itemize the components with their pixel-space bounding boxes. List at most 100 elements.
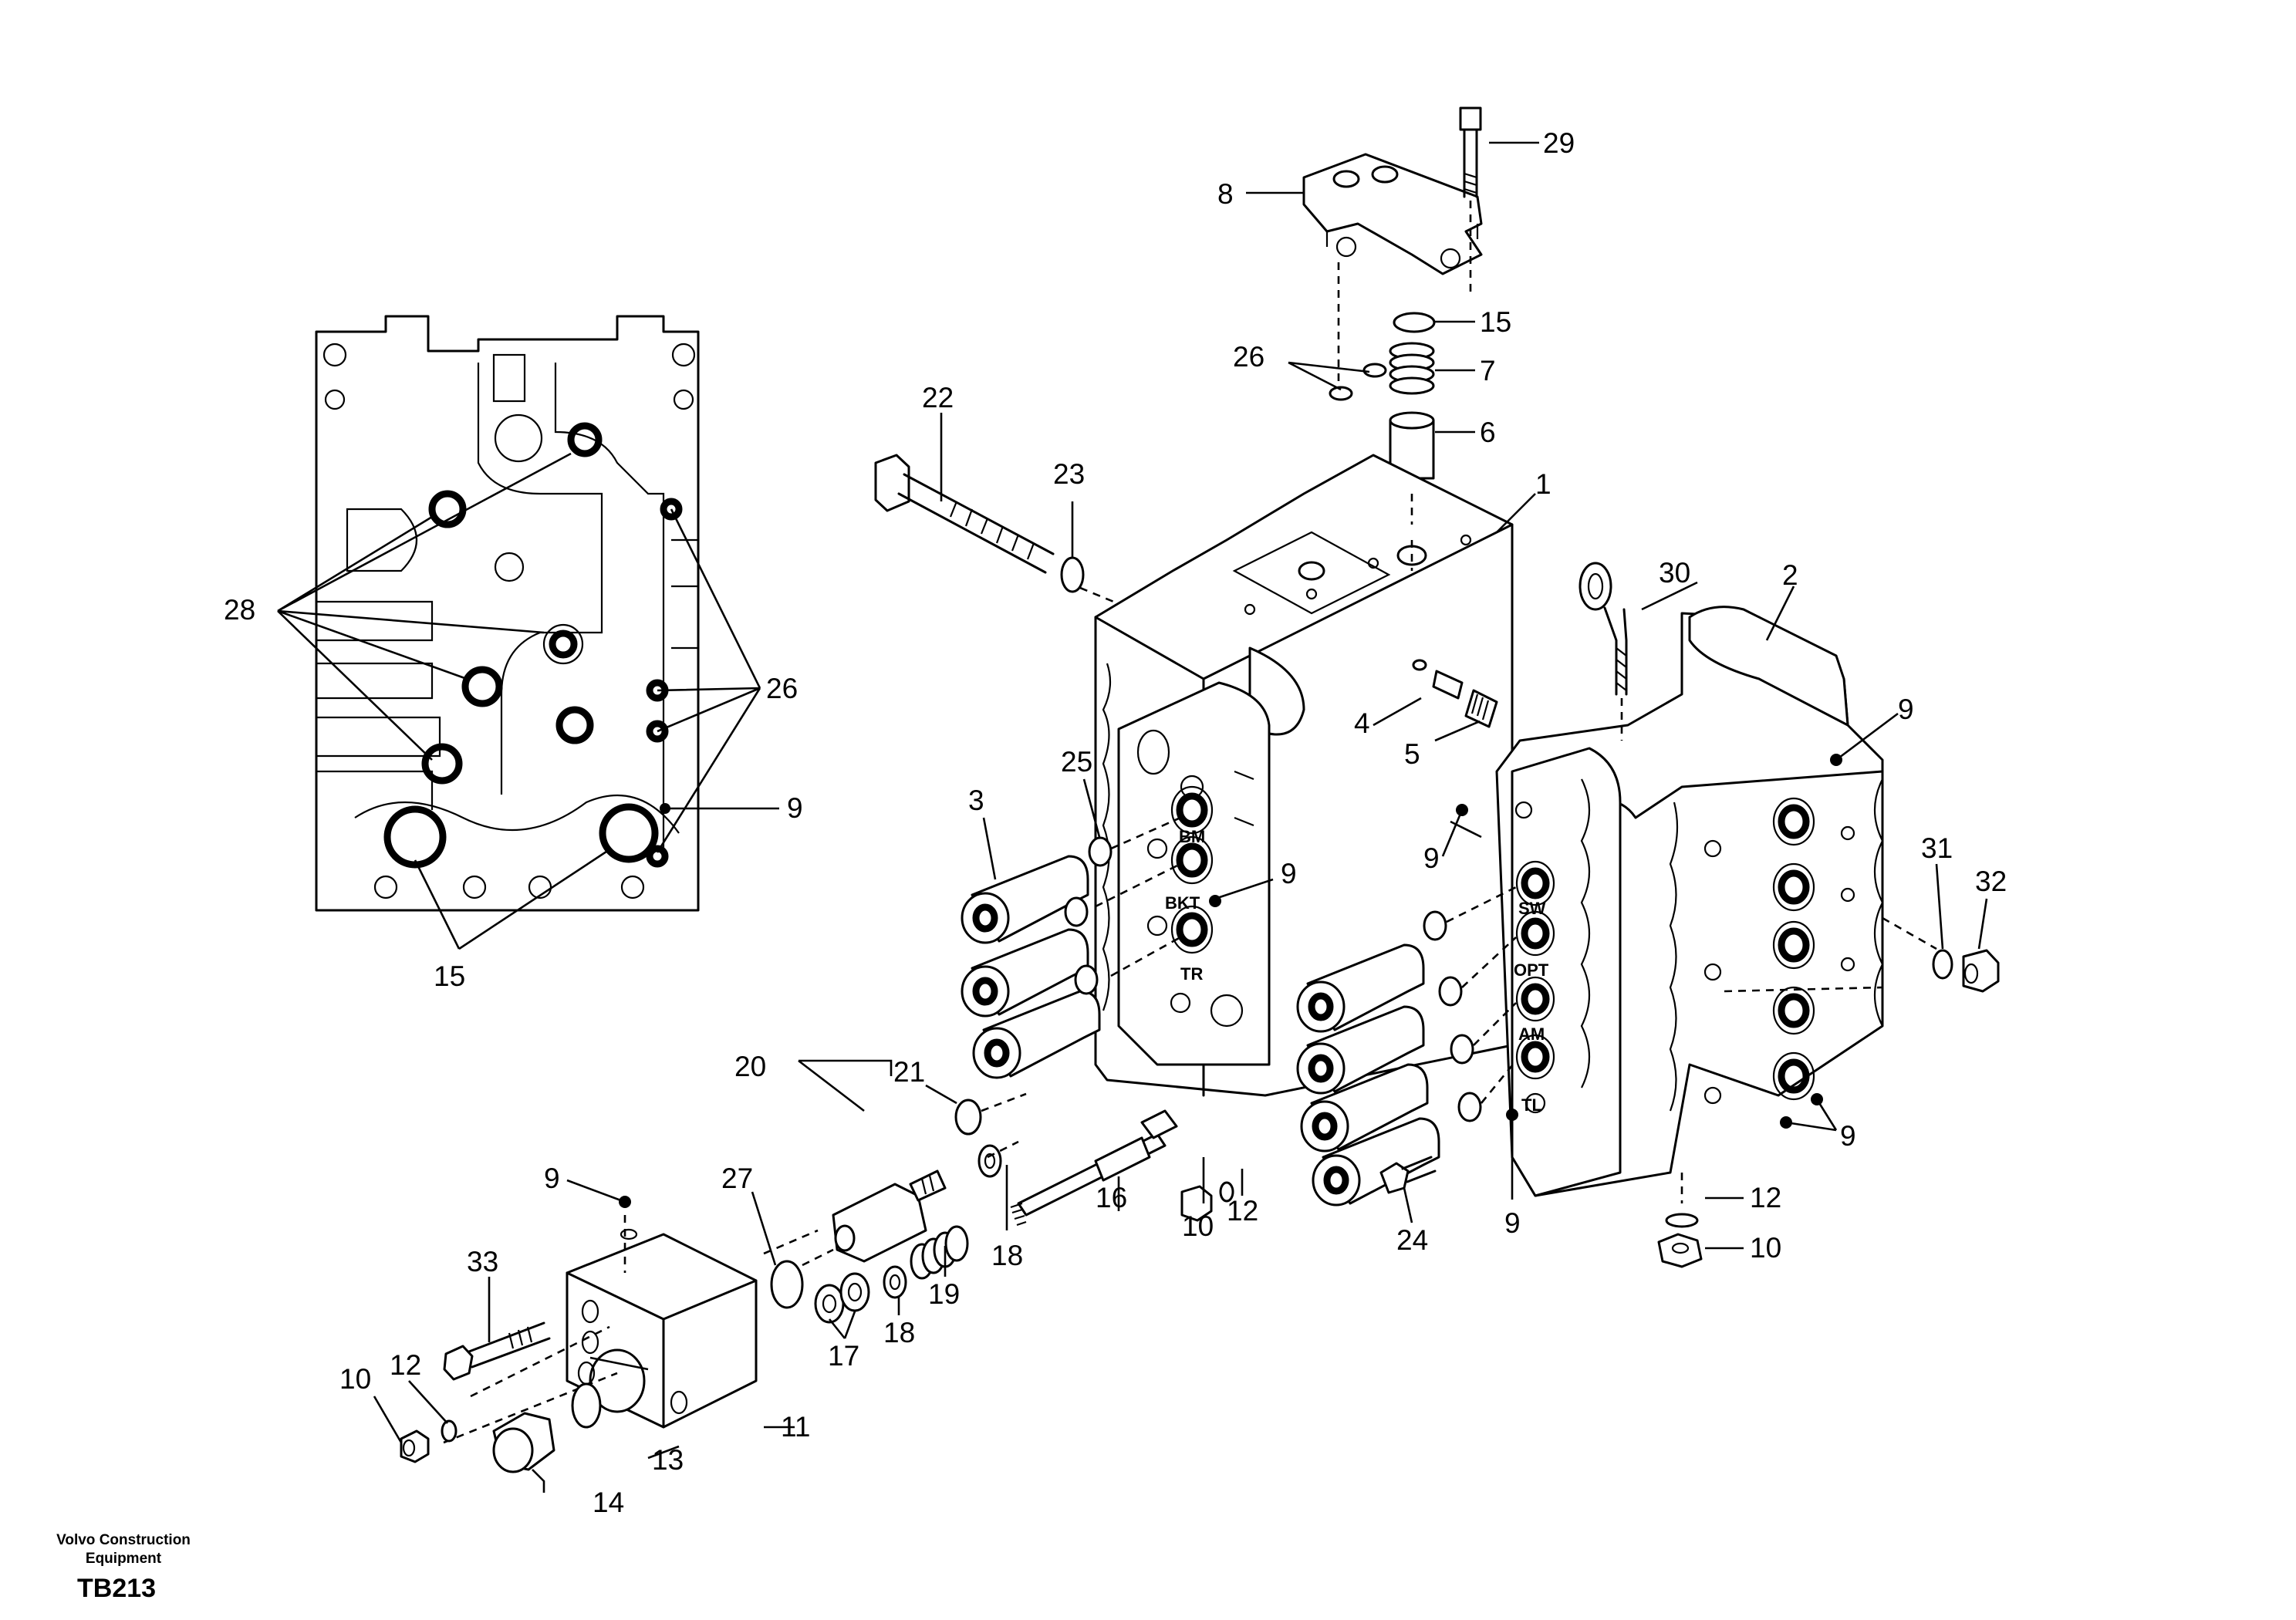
o-ring-27 — [770, 1260, 804, 1309]
document-id: TB213 — [77, 1574, 157, 1603]
callout-17: 17 — [828, 1340, 859, 1372]
cover-plate-8 — [1302, 153, 1483, 275]
callout-9-left: 9 — [787, 792, 803, 824]
port-label-tr: TR — [1180, 964, 1203, 984]
callout-18-right: 18 — [991, 1240, 1023, 1271]
port-label-sw: SW — [1518, 899, 1546, 918]
bolt-29 — [1459, 106, 1482, 198]
callout-10-right: 10 — [1750, 1232, 1781, 1264]
port-label-bkt: BKT — [1165, 893, 1200, 913]
callout-10-left: 10 — [339, 1363, 371, 1395]
callout-20: 20 — [734, 1051, 766, 1082]
callout-14: 14 — [593, 1487, 624, 1518]
callout-15-left: 15 — [434, 960, 465, 992]
callout-12-center: 12 — [1227, 1195, 1258, 1227]
callout-28: 28 — [224, 594, 255, 626]
bolt-24 — [1379, 1156, 1437, 1194]
eye-bolt-30 — [1578, 562, 1628, 696]
underside-leaders — [277, 452, 779, 950]
main-valve-body-1 — [1094, 454, 1514, 1097]
o-ring-31 — [1932, 949, 1953, 980]
callout-27: 27 — [721, 1163, 753, 1194]
callout-3: 3 — [968, 785, 984, 816]
piston-6 — [1389, 411, 1435, 480]
second-valve-body-2 — [1495, 606, 1884, 1197]
callout-4: 4 — [1354, 707, 1370, 739]
o-ring-12-right — [1665, 1213, 1699, 1228]
spring-7 — [1389, 342, 1435, 395]
callout-18-left: 18 — [883, 1317, 915, 1348]
poppet-20 — [832, 1169, 947, 1263]
manufacturer-credit: Volvo Construction Equipment — [31, 1531, 216, 1568]
manufacturer-line-2: Equipment — [85, 1551, 162, 1567]
callout-29: 29 — [1543, 127, 1575, 159]
washer-18-a — [977, 1144, 1002, 1178]
callout-16: 16 — [1096, 1182, 1127, 1213]
valve-underside-view — [315, 315, 700, 912]
callout-26-left: 26 — [766, 673, 798, 704]
callout-25: 25 — [1061, 746, 1092, 778]
callout-2: 2 — [1782, 559, 1798, 591]
cover-block-11 — [566, 1228, 758, 1429]
bolt-33 — [443, 1321, 551, 1381]
callout-24: 24 — [1396, 1224, 1428, 1256]
callout-19: 19 — [928, 1278, 960, 1310]
solenoid-valves-right — [1296, 943, 1440, 1207]
o-ring-13 — [571, 1382, 602, 1429]
plug-10-left — [400, 1429, 430, 1463]
plug-10-right — [1657, 1233, 1703, 1268]
spool-16 — [1010, 1109, 1178, 1227]
manufacturer-line-1: Volvo Construction — [56, 1532, 191, 1548]
callout-31: 31 — [1921, 832, 1953, 864]
callout-12-right: 12 — [1750, 1182, 1781, 1213]
callout-26-top: 26 — [1233, 341, 1264, 373]
port-label-tl: TL — [1521, 1095, 1542, 1115]
plug-32 — [1962, 949, 2000, 993]
callout-1: 1 — [1535, 468, 1551, 500]
tie-bolt-22 — [874, 454, 1055, 574]
callout-9-right-bottom: 9 — [1840, 1120, 1856, 1152]
callout-15-top: 15 — [1480, 306, 1511, 338]
callout-9-bottom: 9 — [1504, 1207, 1521, 1239]
port-label-bm: BM — [1179, 827, 1205, 846]
callout-32: 32 — [1975, 866, 2007, 897]
callout-23: 23 — [1053, 458, 1085, 490]
o-ring-12-center — [1219, 1181, 1234, 1203]
o-ring-26-right — [1362, 363, 1387, 378]
o-ring-26-left — [1329, 386, 1353, 401]
callout-7: 7 — [1480, 355, 1496, 386]
callout-30: 30 — [1659, 557, 1690, 589]
callout-numbers: 29 8 15 26 7 6 1 2 30 22 23 4 5 9 9 9 25… — [224, 127, 2007, 1518]
callout-12-left: 12 — [390, 1349, 421, 1381]
callout-9-right-top: 9 — [1898, 694, 1914, 725]
o-ring-15-top — [1393, 312, 1436, 333]
plug-14 — [492, 1412, 555, 1473]
callout-11: 11 — [781, 1411, 810, 1443]
callout-10-center: 10 — [1182, 1210, 1214, 1242]
plug-4-spring-5 — [1412, 659, 1498, 728]
callout-6: 6 — [1480, 417, 1496, 448]
port-labels: BM BKT TR SW OPT AM TL — [1165, 827, 1549, 1115]
washer-23 — [1060, 556, 1085, 593]
solenoid-valves-3 — [961, 855, 1101, 1079]
callout-21: 21 — [893, 1056, 925, 1088]
o-ring-12-left — [441, 1419, 458, 1443]
callout-leaders — [373, 141, 1988, 1493]
o-ring-25 — [1088, 836, 1113, 867]
marker-dots — [619, 754, 1842, 1208]
callout-22: 22 — [922, 382, 954, 413]
callout-9-mid: 9 — [1423, 842, 1440, 874]
o-ring-21 — [954, 1099, 982, 1136]
port-label-opt: OPT — [1514, 960, 1549, 980]
callout-9-plate: 9 — [1281, 858, 1297, 889]
callout-9-block: 9 — [544, 1163, 560, 1194]
callout-33: 33 — [467, 1246, 498, 1277]
port-label-am: AM — [1518, 1024, 1545, 1044]
callout-5: 5 — [1404, 738, 1420, 770]
nuts-17 — [814, 1272, 870, 1324]
callout-8: 8 — [1217, 178, 1234, 210]
callout-13: 13 — [652, 1444, 684, 1476]
washer-18-b — [883, 1265, 907, 1299]
